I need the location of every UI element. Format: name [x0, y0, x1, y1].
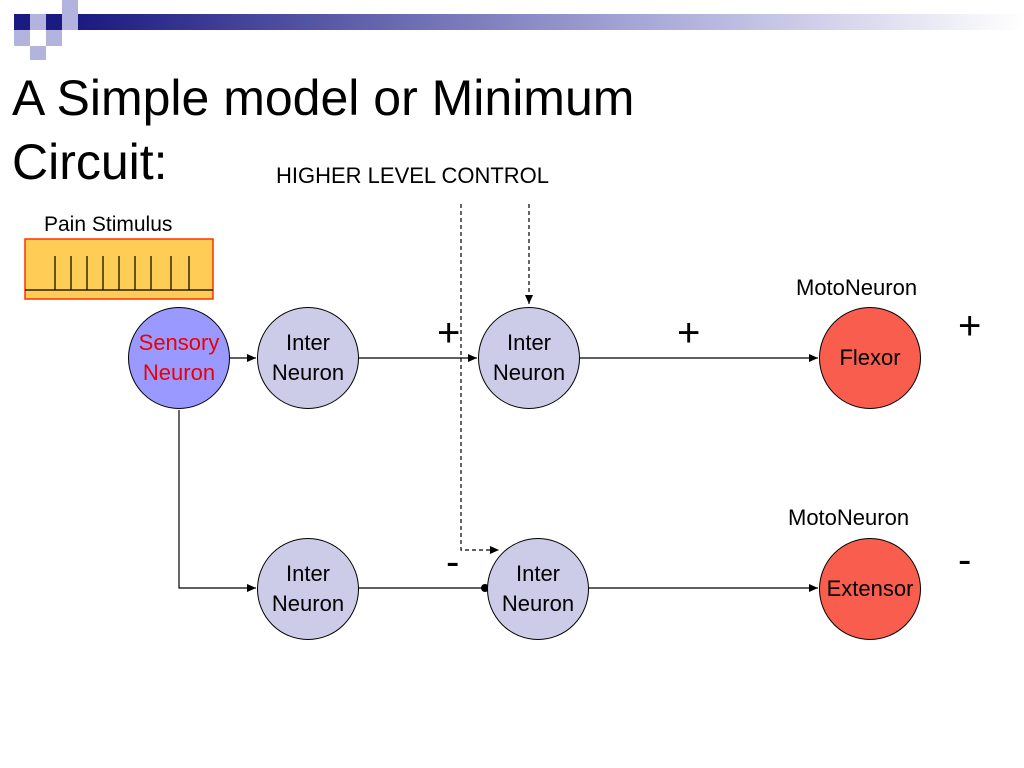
inter-neuron-line1: Inter [285, 561, 331, 586]
inter-neuron-line1: Inter [285, 330, 331, 355]
corner-square [62, 0, 78, 14]
sensory-neuron-line1: Sensory [138, 330, 220, 355]
flexor-motoneuron: Flexor [819, 307, 921, 409]
corner-square [30, 30, 46, 46]
pain-stimulus-label: Pain Stimulus [44, 213, 173, 236]
extensor-label: Extensor [826, 576, 914, 601]
excitatory-sign-flexor: + [958, 304, 982, 348]
inter-neuron-line2: Neuron [492, 360, 566, 385]
corner-square [30, 14, 46, 30]
header-gradient-bar [78, 14, 1024, 30]
motoneuron-label-flexor: MotoNeuron [796, 275, 918, 300]
corner-square [30, 46, 46, 60]
dashed-control-line-left [460, 204, 499, 554]
inter-neuron-line1: Inter [515, 561, 561, 586]
corner-square [62, 14, 78, 30]
slide-title: A Simple model or Minimum Circuit: [12, 66, 634, 194]
extensor-motoneuron: Extensor [819, 538, 921, 640]
inter-neuron-line2: Neuron [271, 360, 345, 385]
corner-square [14, 30, 30, 46]
higher-level-control-label: HIGHER LEVEL CONTROL [276, 163, 550, 188]
pain-stimulus-box [24, 238, 214, 300]
inter-neuron-line2: Neuron [271, 591, 345, 616]
corner-square [14, 14, 30, 30]
header-decoration [14, 0, 1024, 60]
inter-neuron-line2: Neuron [501, 591, 575, 616]
corner-square [46, 30, 62, 46]
inhibitory-sign-higher-control: - [446, 540, 460, 584]
slide-title-line2: Circuit: [12, 134, 168, 190]
arrow-sensory-to-inter-bottom [178, 410, 256, 592]
flexor-label: Flexor [839, 345, 901, 370]
slide-title-line1: A Simple model or Minimum [12, 70, 635, 126]
motoneuron-label-extensor: MotoNeuron [788, 505, 910, 530]
excitatory-sign-to-flexor: + [677, 311, 701, 355]
excitatory-sign-higher-control: + [437, 311, 461, 355]
corner-square [46, 14, 62, 30]
inhibitory-sign-extensor: - [958, 538, 972, 582]
sensory-neuron-line2: Neuron [142, 360, 216, 385]
inter-neuron-line1: Inter [506, 330, 552, 355]
